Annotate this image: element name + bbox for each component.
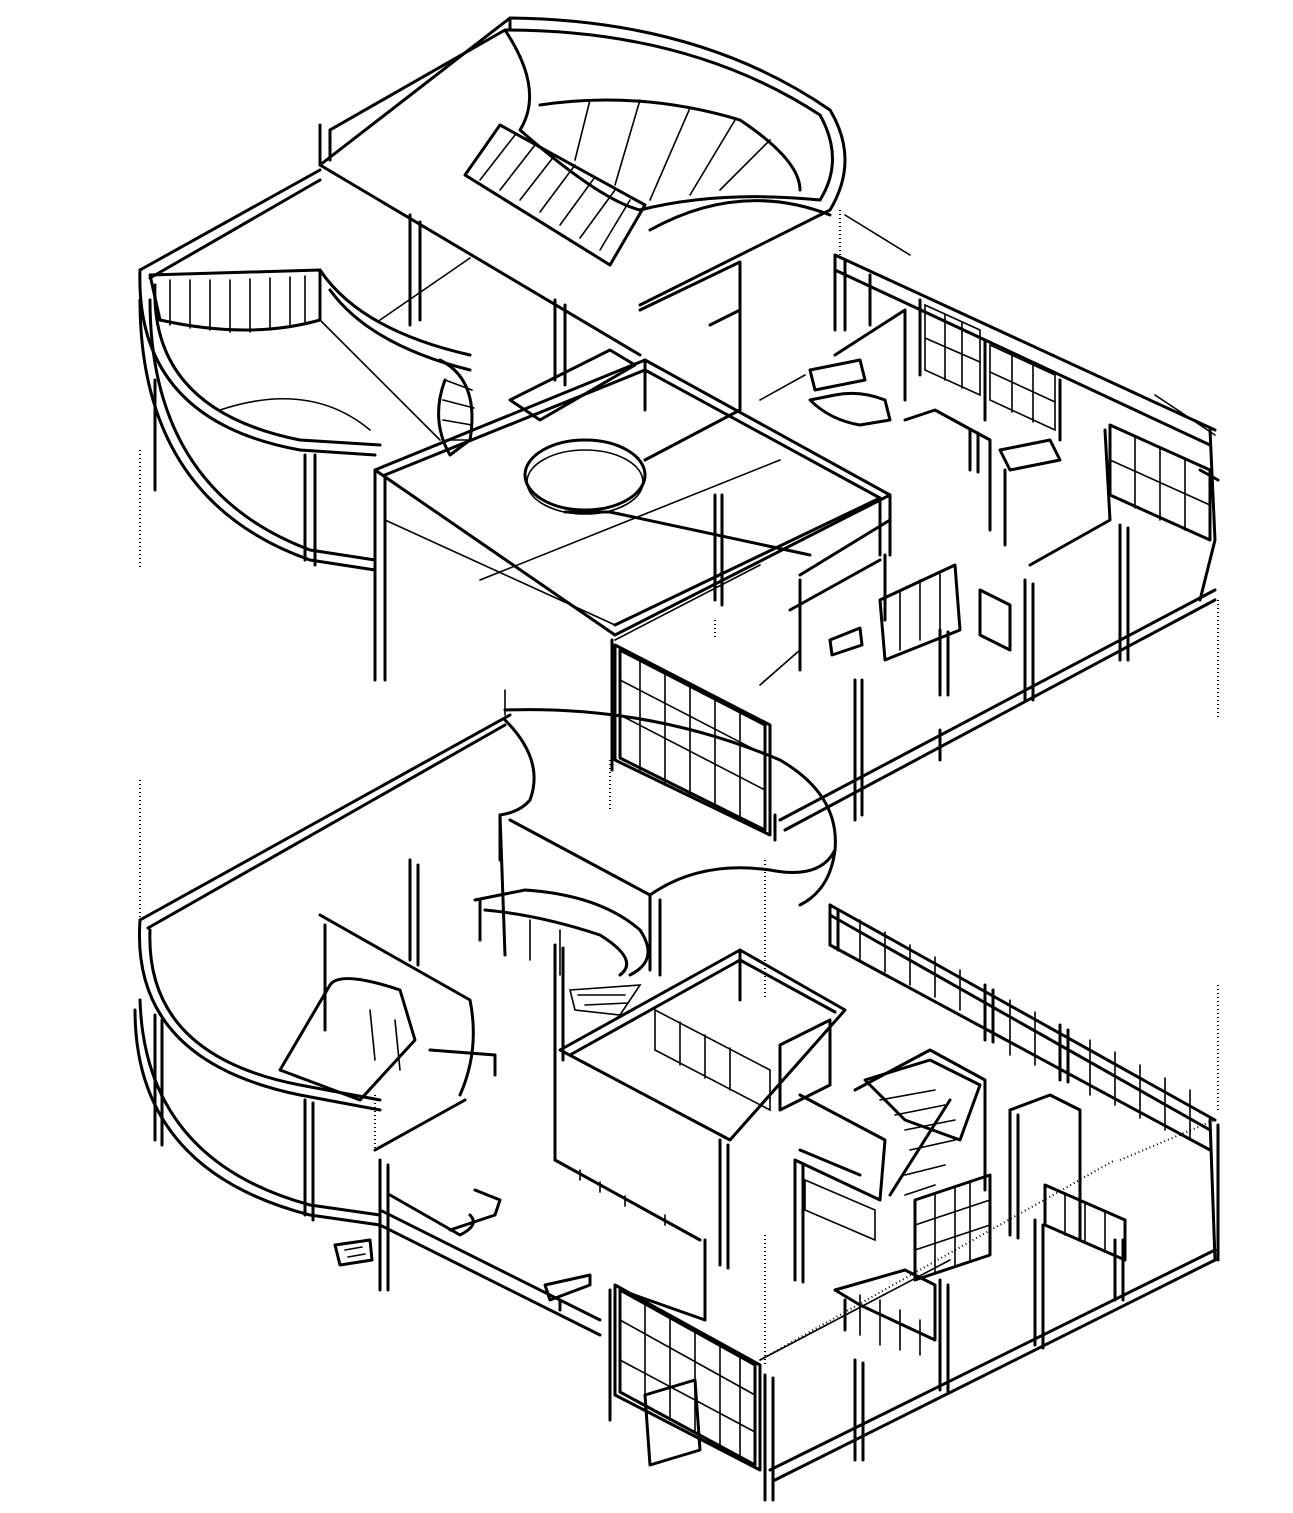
lower-central-rooms (553, 948, 887, 1284)
upper-floor (138, 16, 1220, 842)
lower-curved-wall (133, 913, 497, 1227)
upper-frame (138, 168, 911, 387)
lower-floor (133, 689, 1220, 1502)
upper-stair-tower (318, 16, 847, 357)
lower-stair-core (473, 813, 837, 1062)
upper-projection-lines (139, 210, 1219, 720)
oculus (523, 438, 647, 512)
lower-right-rooms (833, 1048, 1127, 1394)
lower-front-window-block (608, 1238, 1217, 1502)
lower-front-rooms (333, 1098, 602, 1337)
lower-right-window-band (828, 903, 1220, 1262)
upper-service-box (508, 260, 742, 462)
upper-curved-balcony (138, 268, 475, 572)
upper-front-window-block (610, 638, 801, 842)
upper-central-room (373, 358, 892, 682)
lower-frame (138, 689, 837, 967)
lower-projection-lines (139, 760, 1216, 1365)
upper-right-wing (759, 253, 1220, 832)
